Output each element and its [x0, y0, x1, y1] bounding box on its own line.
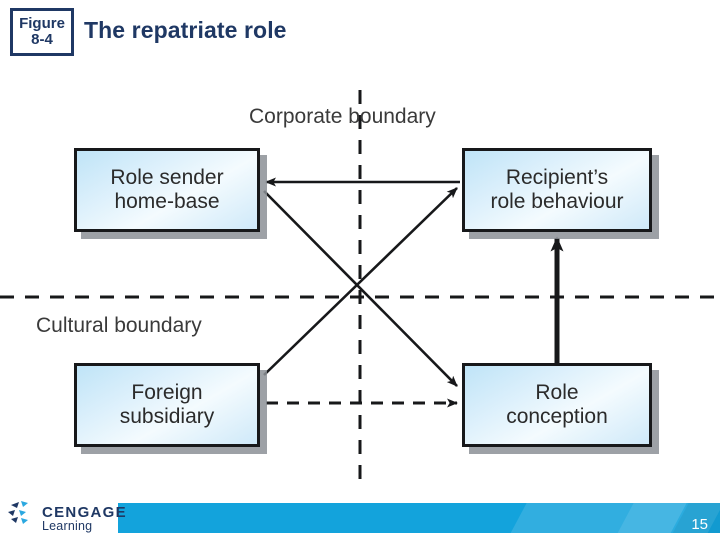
edge-foreign-subsidiary-to-recipient [263, 187, 458, 376]
node-role-conception-line2: conception [506, 405, 608, 428]
cultural-boundary-label: Cultural boundary [36, 314, 202, 337]
node-role-conception-label: Role conception [500, 381, 614, 430]
cengage-brand-name: CENGAGE [42, 504, 127, 521]
edge-role-sender-to-role-conception [263, 190, 458, 387]
node-role-sender-line1: Role sender [110, 165, 224, 189]
figure-number-badge: Figure 8-4 [10, 8, 74, 56]
slide-footer: 15 CENGAGE Learning D & F E [0, 495, 720, 540]
diagram-canvas: Corporate boundary Cultural boundary Rol… [0, 48, 720, 488]
corporate-boundary-label: Corporate boundary [249, 105, 436, 128]
figure-badge-line1: Figure [19, 14, 65, 32]
node-role-conception-line1: Role [535, 380, 579, 404]
node-role-sender[interactable]: Role sender home-base [74, 148, 260, 232]
node-recipient-role-behaviour[interactable]: Recipient’s role behaviour [462, 148, 652, 232]
node-role-sender-label: Role sender home-base [104, 166, 229, 215]
page-title: The repatriate role [84, 17, 287, 43]
cengage-wordmark: CENGAGE Learning [42, 505, 127, 533]
node-recipient-line1: Recipient’s [505, 165, 609, 189]
node-recipient-role-label: Recipient’s role behaviour [484, 166, 629, 215]
diagram-svg [0, 90, 720, 488]
footer-accent-bar: 15 [118, 503, 720, 533]
node-foreign-line2: subsidiary [119, 405, 215, 428]
node-foreign-subsidiary-label: Foreign subsidiary [114, 381, 221, 430]
page-number: 15 [691, 516, 708, 533]
cengage-learning-logo: CENGAGE Learning [6, 499, 126, 537]
node-role-sender-line2: home-base [114, 190, 220, 213]
cengage-brand-sub: Learning [42, 519, 93, 533]
node-role-conception[interactable]: Role conception [462, 363, 652, 447]
node-recipient-line2: role behaviour [490, 190, 624, 213]
node-foreign-line1: Foreign [131, 380, 203, 404]
figure-badge-line2: 8-4 [31, 31, 53, 48]
cengage-mark-icon [8, 501, 28, 524]
node-foreign-subsidiary[interactable]: Foreign subsidiary [74, 363, 260, 447]
